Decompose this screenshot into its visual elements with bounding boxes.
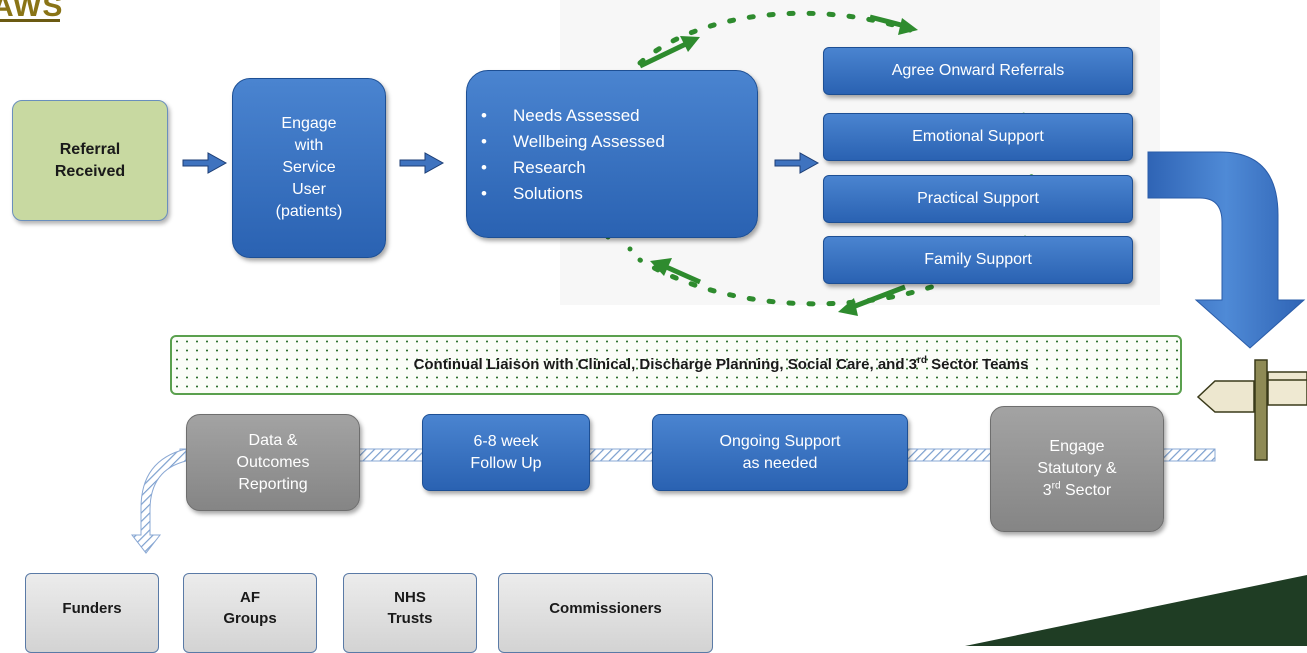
referral-line-1: Referral [59, 140, 121, 158]
flow-arrow-2 [399, 152, 445, 174]
arrow-head-top-left [638, 39, 692, 69]
assessment-item: Solutions [467, 181, 665, 207]
data-outcomes-reporting-box: Data & Outcomes Reporting [186, 414, 360, 511]
nhs-line-1: NHS [394, 589, 426, 606]
arrow-head-bottom-left [662, 263, 702, 285]
arrow-head-bottom-left-tip [650, 258, 672, 276]
flow-arrow-1 [182, 152, 228, 174]
arrow-head-bottom-right-tip [838, 298, 858, 316]
ongoing-line-1: Ongoing Support [719, 432, 841, 450]
ongoing-support-box: Ongoing Support as needed [652, 414, 908, 491]
engage-line-4: User [292, 181, 326, 198]
hatched-down-arrow [130, 448, 187, 554]
assessment-item: Needs Assessed [467, 103, 665, 129]
ongoing-line-2: as needed [742, 454, 818, 472]
signpost-icon [1196, 359, 1307, 461]
statutory-line-1: Engage [1049, 438, 1105, 455]
engage-service-user-box: Engage with Service User (patients) [232, 78, 386, 258]
assessment-item: Research [467, 155, 665, 181]
af-line-1: AF [240, 589, 260, 606]
continual-liaison-banner: Continual Liaison with Clinical, Dischar… [170, 335, 1182, 395]
arrow-head-top-right-tip [898, 18, 918, 35]
big-curved-arrow [1147, 151, 1306, 349]
follow-up-box: 6-8 week Follow Up [422, 414, 590, 491]
statutory-line-3: 3rd Sector [1042, 480, 1112, 499]
agree-onward-referrals-box: Agree Onward Referrals [823, 47, 1133, 95]
engage-line-2: with [294, 137, 324, 154]
nhs-line-2: Trusts [387, 610, 433, 627]
emotional-support-box: Emotional Support [823, 113, 1133, 161]
practical-support-box: Practical Support [823, 175, 1133, 223]
af-line-2: Groups [223, 610, 277, 627]
data-line-3: Reporting [238, 475, 308, 493]
commissioners-box: Commissioners [498, 573, 713, 653]
funders-box: Funders [25, 573, 159, 653]
arrow-head-bottom-right [849, 284, 906, 311]
flow-arrow-3 [774, 152, 820, 174]
family-support-box: Family Support [823, 236, 1133, 284]
af-groups-box: AF Groups [183, 573, 317, 653]
nhs-trusts-box: NHS Trusts [343, 573, 477, 653]
assessment-item: Wellbeing Assessed [467, 129, 665, 155]
followup-line-1: 6-8 week [473, 432, 539, 450]
banner-text: Continual Liaison with Clinical, Dischar… [413, 355, 1029, 373]
logo-underline [0, 19, 60, 22]
arrow-head-top-left-tip [680, 36, 700, 52]
corner-accent [965, 575, 1307, 646]
logo: AWS [0, 0, 64, 23]
followup-line-2: Follow Up [470, 454, 542, 472]
engage-line-5: (patients) [275, 203, 343, 220]
referral-received-box: Referral Received [12, 100, 168, 221]
arrow-head-top-right [869, 14, 906, 29]
assessment-list: Needs Assessed Wellbeing Assessed Resear… [467, 103, 665, 207]
statutory-line-2: Statutory & [1037, 460, 1117, 477]
engage-line-1: Engage [281, 115, 337, 132]
referral-line-2: Received [54, 162, 126, 180]
engage-line-3: Service [282, 159, 336, 176]
data-line-1: Data & [248, 431, 298, 449]
data-line-2: Outcomes [236, 453, 310, 471]
engage-statutory-box: Engage Statutory & 3rd Sector [990, 406, 1164, 532]
assessment-box: Needs Assessed Wellbeing Assessed Resear… [466, 70, 758, 238]
